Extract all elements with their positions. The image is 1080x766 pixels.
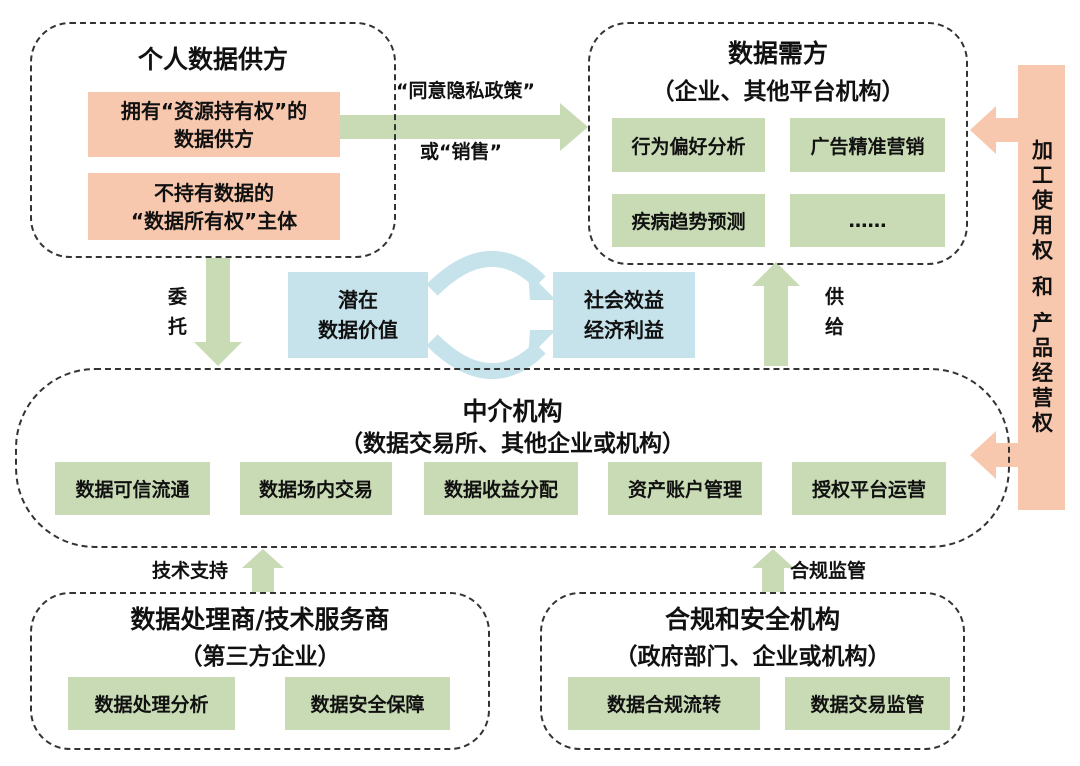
supplier-item: 不持有数据的 “数据所有权”主体: [88, 173, 340, 240]
processor-group: [30, 592, 490, 750]
regulator-subtitle: （政府部门、企业或机构）: [614, 644, 891, 670]
demand-group: [588, 22, 968, 265]
demand-item: 广告精准营销: [790, 118, 945, 172]
intermediary-subtitle: （数据交易所、其他企业或机构）: [340, 431, 685, 457]
processor-item: 数据处理分析: [68, 677, 235, 730]
supplier-title: 个人数据供方: [137, 45, 288, 74]
intermediary-item: 资产账户管理: [608, 462, 762, 515]
processor-item: 数据安全保障: [285, 677, 450, 730]
demand-item: ……: [790, 194, 945, 247]
rights-arrow-top: [970, 106, 1018, 154]
cycle-arrow-top: [426, 251, 546, 296]
intermediary-group: [15, 368, 1010, 548]
cycle-arrow-bottom: [426, 334, 546, 379]
intermediary-item: 数据场内交易: [240, 462, 392, 515]
intermediary-item: 数据可信流通: [55, 462, 210, 515]
consent-arrow: [340, 103, 588, 151]
intermediary-item: 数据收益分配: [424, 462, 578, 515]
rights-text: 加工使用权 和 产品经营权: [1029, 138, 1054, 437]
potential-value-box: 潜在 数据价值: [288, 272, 428, 358]
demand-title: 数据需方: [727, 39, 828, 68]
regulator-item: 数据合规流转: [568, 677, 760, 730]
entrust-arrow: [194, 258, 242, 366]
tech-arrow: [242, 549, 284, 592]
regulator-group: [540, 592, 965, 750]
supply-arrow: [752, 262, 800, 366]
processor-subtitle: （第三方企业）: [179, 644, 341, 670]
processor-title: 数据处理商/技术服务商: [130, 605, 390, 634]
sale-label: 或“销售”: [420, 141, 502, 163]
intermediary-title: 中介机构: [462, 397, 563, 426]
tech-label: 技术支持: [152, 560, 229, 582]
demand-subtitle: （企业、其他平台机构）: [651, 79, 905, 105]
compliance-label: 合规监管: [790, 560, 867, 582]
compliance-arrow: [752, 549, 794, 592]
demand-item: 疾病趋势预测: [612, 194, 765, 247]
supplier-item: 拥有“资源持有权”的 数据供方: [88, 92, 340, 157]
demand-item: 行为偏好分析: [612, 118, 765, 172]
regulator-title: 合规和安全机构: [664, 605, 840, 634]
benefit-box: 社会效益 经济利益: [553, 272, 695, 358]
regulator-item: 数据交易监管: [785, 677, 950, 730]
entrust-label: 委 托: [168, 286, 188, 338]
rights-bar: 加工使用权 和 产品经营权: [1018, 65, 1065, 510]
supplier-group: [30, 22, 396, 258]
supply-label: 供 给: [825, 286, 845, 338]
consent-label: “同意隐私政策”: [396, 80, 535, 102]
intermediary-item: 授权平台运营: [792, 462, 946, 515]
